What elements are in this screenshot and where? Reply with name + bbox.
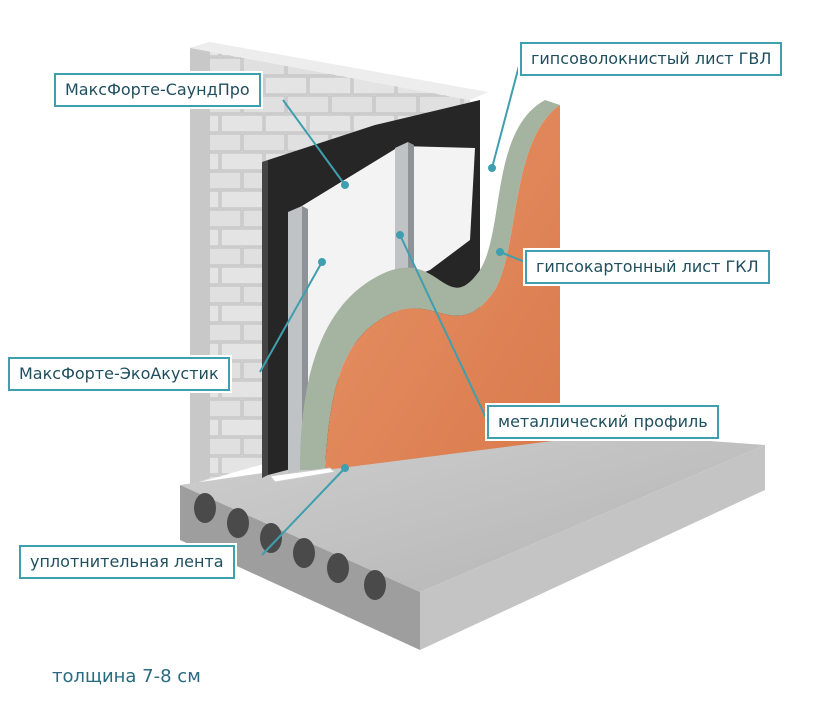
gkl-sheet-layer <box>325 105 560 470</box>
ecoacoustic-insulation-layer <box>292 146 475 460</box>
leader-dot-profile <box>396 231 404 239</box>
leader-lines <box>259 61 526 556</box>
leader-dot-tape <box>341 464 349 472</box>
metal-profile-stud <box>288 206 302 476</box>
leader-line-gvl <box>491 61 521 169</box>
slab-hole <box>364 570 386 600</box>
leader-line-ecoacoustic <box>259 261 323 373</box>
callout-gvl: гипсоволокнистый лист ГВЛ <box>520 42 783 76</box>
leader-line-gkl <box>499 251 526 263</box>
leader-line-tape <box>261 467 346 556</box>
callout-tape: уплотнительная лента <box>19 545 235 579</box>
leader-dot-gkl <box>496 248 504 256</box>
callout-soundpro: МаксФорте-СаундПро <box>54 73 261 107</box>
callout-profile: металлический профиль <box>487 405 719 439</box>
gvl-sheet-layer <box>300 100 560 470</box>
sealing-tape-strip <box>269 467 337 483</box>
slab-side-face <box>420 445 765 650</box>
slab-hole <box>327 553 349 583</box>
leader-line-profile <box>399 234 488 421</box>
callout-ecoacoustic: МаксФорте-ЭкоАкустик <box>8 357 230 391</box>
callout-gkl: гипсокартонный лист ГКЛ <box>525 250 770 284</box>
slab-hole <box>293 538 315 568</box>
leader-dot-gvl <box>488 164 496 172</box>
slab-hole <box>227 508 249 538</box>
slab-hole <box>260 523 282 553</box>
thickness-caption: толщина 7-8 см <box>52 666 201 687</box>
leader-dot-ecoacoustic <box>318 258 326 266</box>
wall-left-edge <box>190 42 210 485</box>
leader-line-soundpro <box>282 99 346 186</box>
slab-hole <box>194 493 216 523</box>
leader-dot-soundpro <box>341 181 349 189</box>
membrane-edge-highlight <box>262 160 268 478</box>
wall-top-edge <box>190 42 488 100</box>
